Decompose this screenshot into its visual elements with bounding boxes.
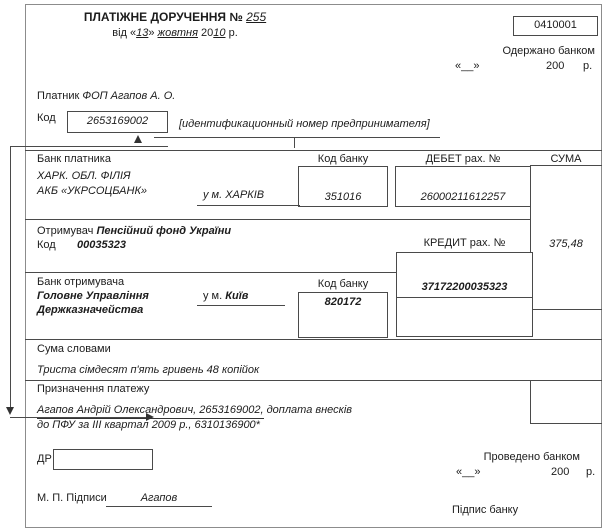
date-close: » xyxy=(148,27,155,39)
payee-bank-name-2: Держказначейства xyxy=(37,304,144,316)
payee-bank-city-prefix: у м. xyxy=(203,290,223,302)
payer-bank-name-1: ХАРК. ОБЛ. ФІЛІЯ xyxy=(37,170,131,182)
payer-bank-city-underline xyxy=(197,205,300,206)
purpose-line-2: до ПФУ за III квартал 2009 р., 631013690… xyxy=(37,419,260,431)
credit-account: 37172200035323 xyxy=(421,281,508,293)
payee-line: Отримувач Пенсійний фонд України xyxy=(37,225,231,238)
date-month: жовтня xyxy=(157,27,198,39)
credit-account-box xyxy=(396,252,533,337)
date-century: 20 xyxy=(201,27,214,39)
doc-title: ПЛАТІЖНЕ ДОРУЧЕННЯ № xyxy=(83,10,243,24)
received-currency: р. xyxy=(583,60,593,72)
hint-bracket-line xyxy=(154,137,440,138)
arrow-down-icon xyxy=(6,407,14,415)
bank-code-header-1: Код банку xyxy=(317,153,369,165)
payer-label: Платник xyxy=(37,90,80,102)
section-divider-5 xyxy=(25,380,602,381)
payer-code-value: 2653169002 xyxy=(86,115,149,127)
hint-bracket-tick xyxy=(294,138,295,148)
section-divider-1 xyxy=(25,150,602,151)
form-code-box xyxy=(513,16,598,36)
payee-bank-city: Київ xyxy=(225,290,249,302)
payee-bank-code-box xyxy=(298,292,388,338)
payee-bank-name-1: Головне Управління xyxy=(37,290,149,302)
arrow-right-icon xyxy=(146,413,154,421)
section-divider-2 xyxy=(25,219,530,220)
form-code: 0410001 xyxy=(534,19,577,31)
purpose-line1-rest: доплата внесків xyxy=(266,404,353,416)
payee-label: Отримувач xyxy=(37,225,94,237)
purpose-cell-bottom xyxy=(530,423,602,424)
suma-header: СУМА xyxy=(550,153,582,165)
processed-currency: р. xyxy=(586,466,596,478)
signature-underline xyxy=(106,506,212,507)
section-divider-4 xyxy=(25,339,602,340)
processed-year: 200 xyxy=(551,466,570,478)
amount-words-label: Сума словами xyxy=(37,343,111,355)
signature-value: Агапов xyxy=(140,492,178,504)
suma-cell-left xyxy=(530,165,531,310)
debit-header: ДЕБЕТ рах. № xyxy=(425,153,501,165)
payee-bank-label: Банк отримувача xyxy=(37,276,125,288)
processed-by-bank-label: Проведено банком xyxy=(483,451,580,463)
bank-signature-label: Підпис банку xyxy=(452,504,519,516)
connector-left-line xyxy=(10,146,11,410)
payer-bank-code-box xyxy=(298,166,388,207)
payer-code-label: Код xyxy=(37,112,56,124)
credit-header: КРЕДИТ рах. № xyxy=(423,237,506,249)
payer-bank-code: 351016 xyxy=(324,191,362,203)
credit-account-underline xyxy=(396,297,533,298)
date-year: 10 xyxy=(213,27,226,39)
received-year: 200 xyxy=(546,60,565,72)
arrow-up-icon xyxy=(134,135,142,143)
payee-bank-code: 820172 xyxy=(324,296,362,308)
payer-bank-name-2: АКБ «УКРСОЦБАНК» xyxy=(37,185,148,197)
payee-name: Пенсійний фонд України xyxy=(96,225,232,237)
payer-code-hint: [идентификационный номер предпринимателя… xyxy=(179,118,430,130)
payee-bank-city-line: у м. Київ xyxy=(203,290,248,303)
purpose-line1-underlined: Агапов Андрій Олександрович, 2653169002, xyxy=(37,404,264,419)
received-by-bank-label: Одержано банком xyxy=(502,45,595,57)
dr-box xyxy=(53,449,153,470)
amount-words-value: Триста сімдесят п'ять гривень 48 копійок xyxy=(37,364,260,376)
doc-date-line: від «13» жовтня 2010 р. xyxy=(30,27,320,40)
suma-cell-bottom xyxy=(530,309,602,310)
payee-bank-city-underline xyxy=(197,305,285,306)
payer-bank-city: у м. ХАРКІВ xyxy=(203,189,265,201)
suma-cell-top xyxy=(530,165,602,166)
payee-code: 00035323 xyxy=(77,239,126,251)
date-prefix: від « xyxy=(112,27,137,39)
date-suffix: р. xyxy=(228,27,238,39)
connector-bottom-line xyxy=(10,417,146,418)
purpose-label: Призначення платежу xyxy=(37,383,150,395)
date-day: 13 xyxy=(136,27,149,39)
connector-top-line xyxy=(10,146,168,147)
mp-signatures-label: М. П. Підписи xyxy=(37,492,107,504)
payer-line: Платник ФОП Агапов А. О. xyxy=(37,90,175,103)
purpose-cell-left xyxy=(530,380,531,423)
payee-code-label: Код xyxy=(37,239,56,251)
section-divider-3 xyxy=(25,272,396,273)
purpose-line-1: Агапов Андрій Олександрович, 2653169002,… xyxy=(37,404,353,419)
dr-label: ДР xyxy=(37,453,52,465)
payer-code-box xyxy=(67,111,168,133)
debit-account-box xyxy=(395,166,531,207)
received-day-placeholder: «__» xyxy=(455,60,480,72)
doc-title-line: ПЛАТІЖНЕ ДОРУЧЕННЯ № 255 xyxy=(30,11,320,24)
payer-name: ФОП Агапов А. О. xyxy=(82,90,176,102)
bank-code-header-2: Код банку xyxy=(317,278,369,290)
suma-value: 375,48 xyxy=(549,238,583,250)
debit-account: 26000211612257 xyxy=(420,191,506,203)
payer-bank-label: Банк платника xyxy=(37,153,111,165)
doc-number: 255 xyxy=(246,10,267,24)
processed-day-placeholder: «__» xyxy=(456,466,481,478)
